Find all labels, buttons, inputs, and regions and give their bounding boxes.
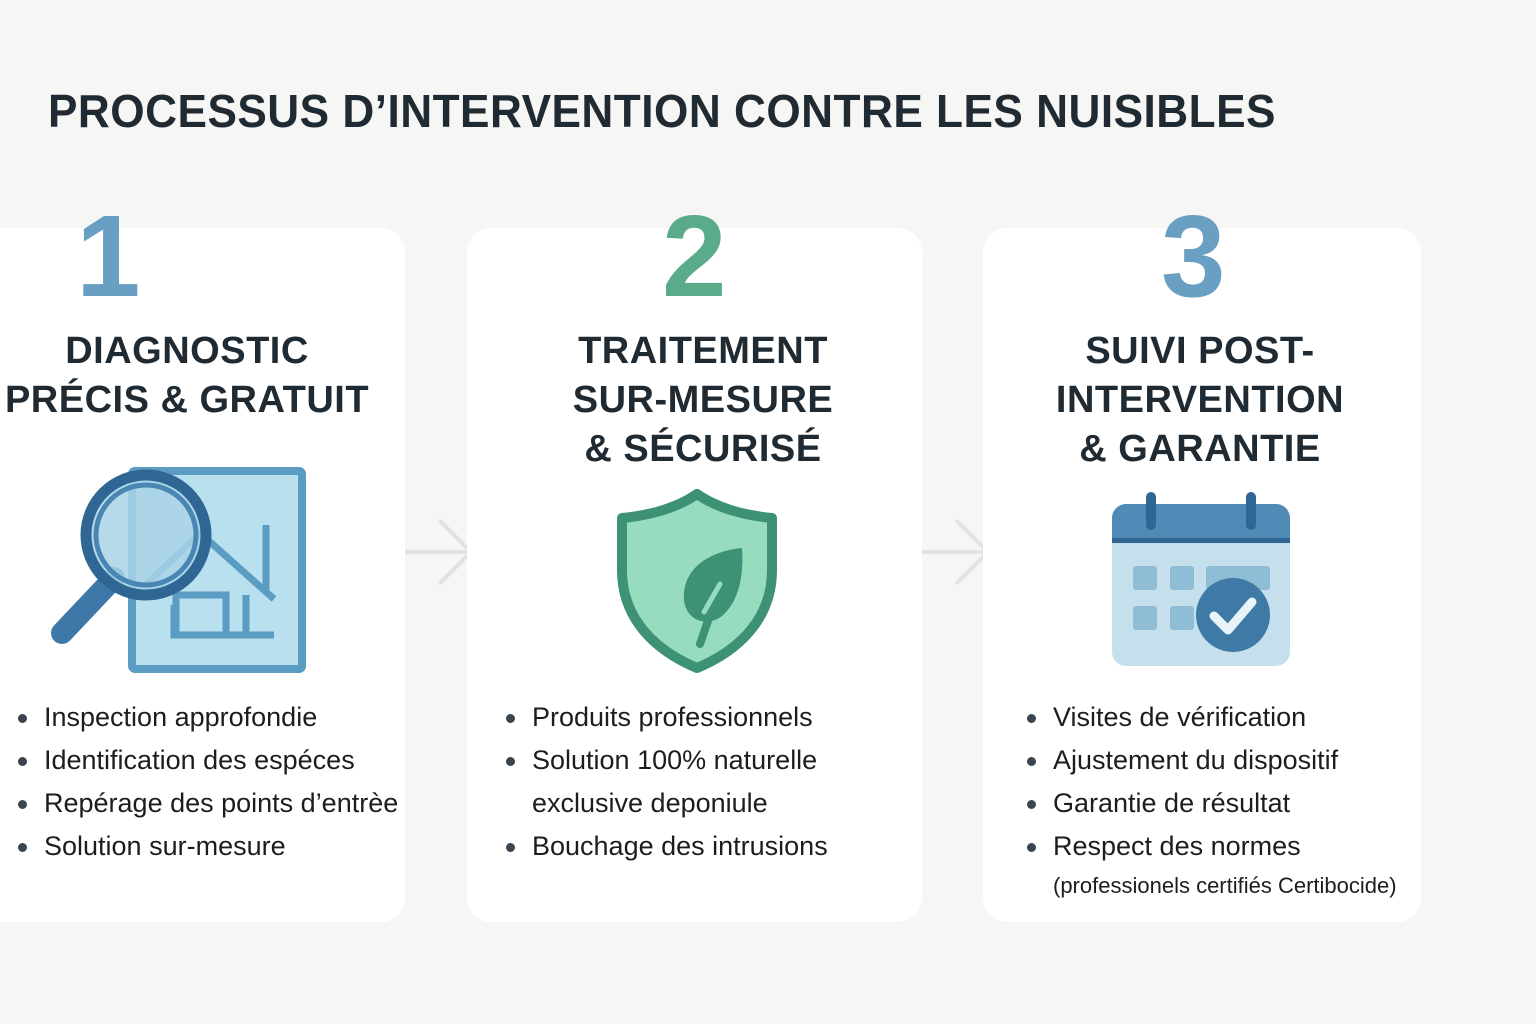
bullet-item: Ajustement du dispositif bbox=[1027, 739, 1338, 782]
bullet-item: Visites de vérification bbox=[1027, 696, 1338, 739]
bullet-item: Garantie de résultat bbox=[1027, 782, 1338, 825]
step-title-line: INTERVENTION bbox=[1055, 379, 1345, 421]
page-title: PROCESSUS D’INTERVENTION CONTRE LES NUIS… bbox=[48, 85, 1276, 137]
step-bullets-diagnostic: Inspection approfondie Identification de… bbox=[18, 696, 398, 868]
step-bullets-traitement: Produits professionnels Solution 100% na… bbox=[506, 696, 828, 868]
calendar-check-icon bbox=[1112, 492, 1290, 666]
step-title-line: SUIVI POST- bbox=[1085, 330, 1315, 372]
bullet-item: Solution 100% naturelle exclusive deponiu… bbox=[506, 739, 828, 825]
step-title-line: & SÉCURISÉ bbox=[584, 428, 822, 470]
step-title-line: TRAITEMENT bbox=[578, 330, 828, 372]
step-title-diagnostic: DIAGNOSTIC PRÉCIS & GRATUIT bbox=[0, 327, 374, 425]
bullet-item: Solution sur-mesure bbox=[18, 825, 398, 868]
arrow-right-icon bbox=[922, 518, 991, 586]
step-number-1: 1 bbox=[76, 191, 141, 321]
magnifier-house-icon bbox=[51, 467, 306, 673]
bullet-item: Identification des espéces bbox=[18, 739, 398, 782]
step-title-suivi: SUIVI POST- INTERVENTION & GARANTIE bbox=[1000, 327, 1400, 474]
bullet-item: Respect des normes bbox=[1027, 825, 1338, 868]
certification-note: (professionels certifiés Certibocide) bbox=[1053, 873, 1397, 898]
step-title-line: DIAGNOSTIC bbox=[65, 330, 309, 372]
arrow-right-icon bbox=[405, 518, 474, 586]
bullet-item: Repérage des points d’entrèe bbox=[18, 782, 398, 825]
step-title-line: PRÉCIS & GRATUIT bbox=[4, 379, 370, 421]
shield-leaf-icon bbox=[617, 489, 777, 673]
step-title-line: & GARANTIE bbox=[1079, 428, 1321, 470]
bullet-item: Produits professionnels bbox=[506, 696, 828, 739]
bullet-text: Solution 100% naturelle bbox=[532, 745, 818, 775]
bullet-continuation: exclusive deponiule bbox=[532, 788, 768, 818]
bullet-item: Bouchage des intrusions bbox=[506, 825, 828, 868]
step-number-2: 2 bbox=[662, 191, 727, 321]
step-title-line: SUR-MESURE bbox=[572, 379, 834, 421]
step-title-traitement: TRAITEMENT SUR-MESURE & SÉCURISÉ bbox=[503, 327, 903, 474]
step-bullets-suivi: Visites de vérification Ajustement du di… bbox=[1027, 696, 1338, 868]
step-number-3: 3 bbox=[1161, 191, 1226, 321]
bullet-item: Inspection approfondie bbox=[18, 696, 398, 739]
